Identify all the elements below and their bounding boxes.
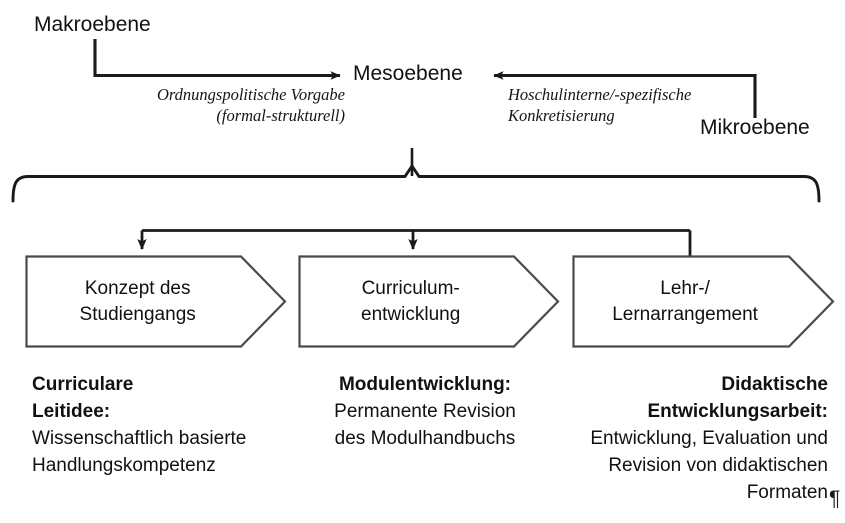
label-mikroebene: Mikroebene [700, 116, 810, 139]
pilcrow-icon: ¶ [829, 487, 841, 510]
chevron-shape [298, 255, 560, 348]
description-modulentwicklung: Modulentwicklung: Permanente Revision de… [300, 372, 550, 453]
description-heading: Modulentwicklung: [338, 374, 512, 395]
description-curriculare-leitidee: Curriculare Leitidee: Wissenschaftlich b… [32, 372, 302, 480]
annotation-ordnungspolitische-vorgabe: Ordnungspolitische Vorgabe (formal-struk… [156, 85, 345, 126]
process-box-lehr-lernarrangement[interactable]: Lehr-/ Lernarrangement [572, 255, 835, 348]
description-body: Wissenschaftlich basierte Handlungskompe… [32, 427, 247, 476]
description-body: Permanente Revision des Modulhandbuchs [334, 400, 516, 449]
process-box-curriculumentwicklung[interactable]: Curriculum- entwicklung [298, 255, 560, 348]
description-heading: Curriculare Leitidee: [32, 374, 134, 422]
annotation-hochschulinterne-konkretisierung: Hoschulinterne/-spezifische Konkretisier… [508, 85, 692, 126]
label-makroebene: Makroebene [34, 13, 151, 36]
description-body: Entwicklung, Evaluation und Revision von… [590, 427, 828, 503]
description-didaktische-entwicklungsarbeit: Didaktische Entwicklungsarbeit: Entwickl… [550, 372, 828, 507]
connector-bar [137, 229, 692, 256]
chevron-shape [572, 255, 835, 348]
arrow-makro-to-meso [93, 39, 341, 80]
process-box-label: Curriculum- entwicklung [361, 277, 461, 325]
process-box-konzept-des-studiengangs[interactable]: Konzept des Studiengangs [25, 255, 287, 348]
curly-brace [11, 164, 821, 203]
chevron-shape [25, 255, 287, 348]
description-heading: Didaktische Entwicklungsarbeit: [647, 374, 828, 422]
process-box-label: Lehr-/ Lernarrangement [612, 277, 758, 325]
label-mesoebene: Mesoebene [353, 62, 463, 85]
process-box-label: Konzept des Studiengangs [79, 277, 196, 325]
